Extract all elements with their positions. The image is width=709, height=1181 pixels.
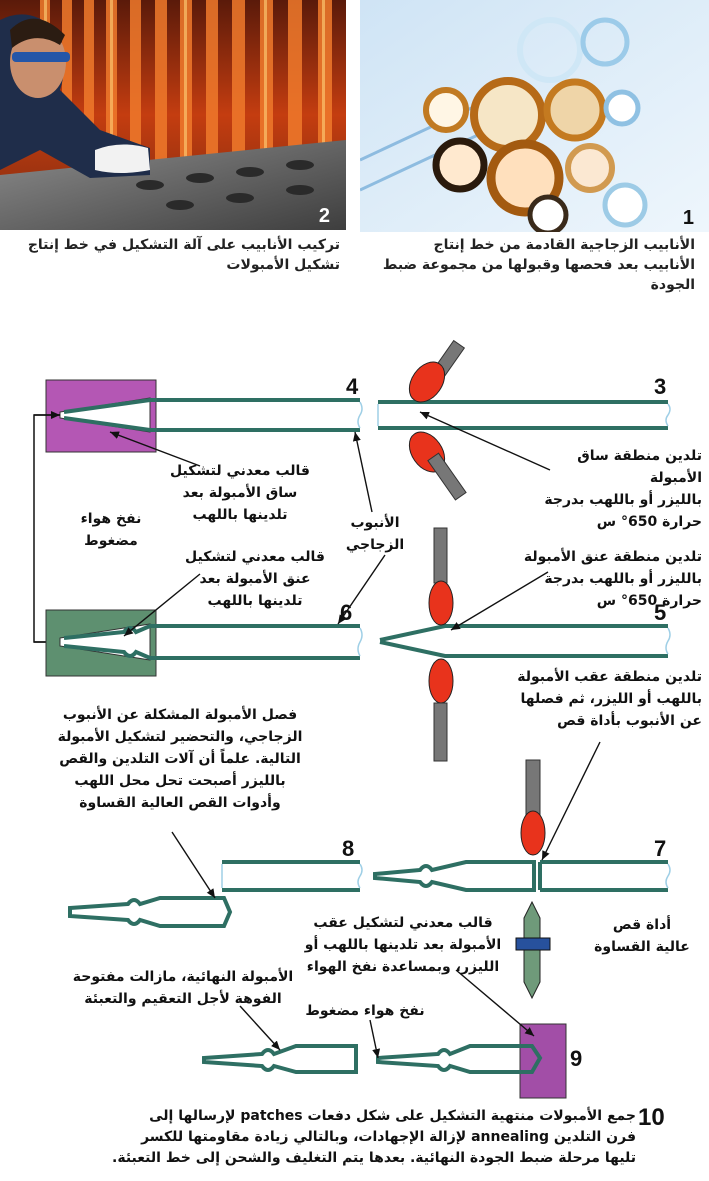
- step7-tube-left: [373, 860, 536, 892]
- label-cutting-tool: أداة قص عالية القساوة: [594, 917, 690, 955]
- step-number-4: 4: [346, 374, 359, 399]
- arrow-final-ampoule: [239, 1005, 281, 1051]
- label-air-blow: نفخ هواء مضغوط: [305, 1003, 425, 1019]
- arrow-step9: [455, 969, 535, 1037]
- arrow-glass-tube-bottom: [337, 554, 386, 625]
- step9-mould: [519, 1023, 567, 1099]
- step-number-5: 5: [654, 600, 667, 625]
- step4-mould: [45, 379, 157, 453]
- step8-tube: [221, 860, 363, 892]
- step-number-10: 10: [638, 1104, 665, 1131]
- photo-number-2: 2: [319, 205, 330, 227]
- label-step9: قالب معدني لتشكيل عقب الأمبولة بعد تلدين…: [304, 915, 502, 975]
- arrow-glass-tube-top: [352, 431, 373, 513]
- step6-mould: [45, 609, 157, 677]
- caption-photo-1: الأنابيب الزجاجية القادمة من خط إنتاج ال…: [382, 237, 695, 293]
- arrow-step6: [123, 573, 201, 637]
- label-step7: تلدين منطقة عقب الأمبولة باللهب أو الليز…: [517, 669, 702, 729]
- step-number-9: 9: [570, 1046, 583, 1071]
- step7-tube-right: [538, 860, 671, 892]
- photo-tube-loading: 2: [0, 0, 346, 230]
- photo-number-1: 1: [683, 207, 694, 229]
- step-number-8: 8: [342, 836, 355, 861]
- step-number-7: 7: [654, 836, 667, 861]
- step-number-6: 6: [340, 600, 353, 625]
- step5-torch-top: [428, 527, 454, 626]
- arrow-air-blow: [369, 1019, 381, 1059]
- step9-ampoule: [376, 1044, 543, 1074]
- step5-tube: [379, 624, 671, 658]
- arrow-step5: [450, 571, 549, 631]
- caption-photo-2: تركيب الأنابيب على آلة التشكيل في خط إنت…: [27, 237, 340, 273]
- arrow-step4: [109, 431, 201, 467]
- label-step4: قالب معدني لتشكيل ساق الأمبولة بعد تلدين…: [170, 463, 310, 523]
- arrow-step7: [541, 741, 601, 861]
- arrow-step3: [419, 411, 551, 471]
- label-step5: تلدين منطقة عنق الأمبولة بالليزر أو بالل…: [523, 549, 702, 609]
- step-number-3: 3: [654, 374, 667, 399]
- photo-tube-loading-image: 2: [0, 0, 346, 230]
- arrow-step8: [171, 831, 216, 899]
- label-compressed-air: نفخ هواء مضغوط: [80, 511, 142, 549]
- label-step8: فصل الأمبولة المشكلة عن الأنبوب الزجاجي،…: [57, 707, 303, 811]
- label-step6: قالب معدني لتشكيل عنق الأمبولة بعد تلدين…: [185, 549, 325, 609]
- photo-glass-tubes-image: 1: [360, 0, 709, 232]
- step7-torch: [520, 759, 546, 856]
- photo-glass-tubes: 1: [360, 0, 709, 232]
- step3-torch-bottom: [408, 431, 467, 501]
- label-final-ampoule: الأمبولة النهائية، مازالت مفتوحة الفوهة …: [72, 969, 294, 1007]
- step10-text: جمع الأمبولات منتهية التشكيل على شكل دفع…: [112, 1108, 636, 1166]
- final-ampoule: [202, 1044, 358, 1074]
- step5-torch-bottom: [428, 658, 454, 762]
- step3-tube: [377, 400, 671, 430]
- step8-ampoule: [68, 896, 233, 928]
- step3-torch-top: [408, 339, 466, 403]
- step4-tube: [63, 398, 363, 432]
- label-step3: تلدين منطقة ساق الأمبولة بالليزر أو بالل…: [544, 448, 702, 530]
- label-glass-tube: الأنبوب الزجاجي: [345, 515, 405, 553]
- cutting-tool-blade: [515, 900, 551, 1000]
